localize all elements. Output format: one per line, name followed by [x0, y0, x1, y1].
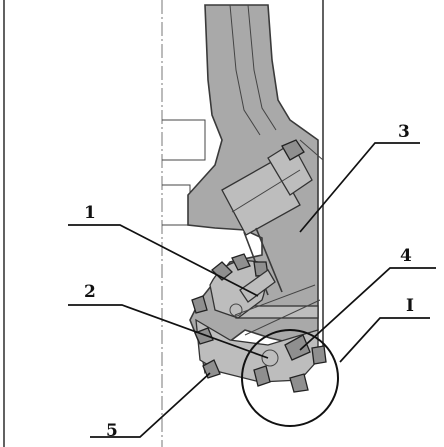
leader-2: [68, 304, 269, 359]
label-2: 2: [84, 282, 96, 302]
lower-cutters: [194, 284, 327, 393]
leader-4: [299, 267, 436, 351]
label-1: 1: [84, 203, 96, 223]
leader-lines: [68, 142, 436, 438]
detail-circle-i: [241, 329, 339, 427]
cutter-wheel-1: [191, 253, 276, 319]
label-5: 5: [106, 421, 118, 441]
leader-3: [299, 142, 420, 233]
inner-channel: [229, 4, 277, 136]
leader-5: [90, 372, 211, 438]
label-detail-i: I: [406, 296, 414, 316]
outer-housing: [3, 0, 324, 447]
label-4: 4: [400, 246, 412, 266]
label-3: 3: [398, 122, 410, 142]
leader-detail: [339, 317, 430, 363]
upper-cutter-assembly: [221, 139, 324, 236]
leader-1: [68, 224, 259, 297]
